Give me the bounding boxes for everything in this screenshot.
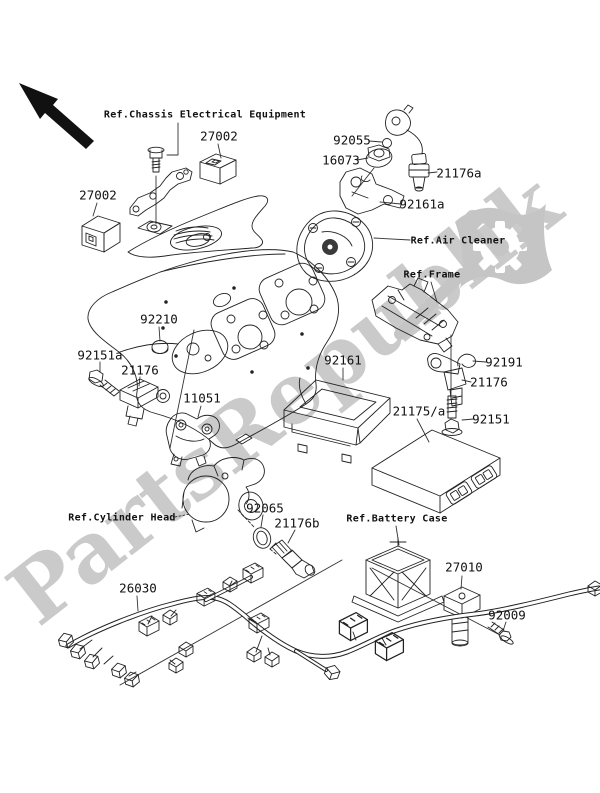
ref-label-cylinder-head: Ref.Cylinder Head <box>68 512 176 524</box>
bolt-92009 <box>487 621 514 645</box>
part-label-92151a: 92151a <box>77 347 123 363</box>
part-label-92151-right: 92151 <box>472 411 510 427</box>
gear-icon <box>473 221 527 273</box>
part-label-92210: 92210 <box>140 311 178 327</box>
junction-box-92161 <box>283 379 391 464</box>
part-label-11051: 11051 <box>183 390 221 406</box>
part-label-92065: 92065 <box>246 500 284 516</box>
sensor-21176b <box>269 539 316 579</box>
bracket-11051 <box>165 412 220 467</box>
part-label-92161a: 92161a <box>399 196 445 212</box>
battery-case <box>351 537 445 623</box>
bracket-92161a <box>339 167 405 215</box>
part-label-92009: 92009 <box>488 607 526 623</box>
ecu-21175a <box>371 429 501 514</box>
nut-16073 <box>365 144 393 168</box>
part-label-21176b: 21176b <box>274 515 320 531</box>
part-label-21176-left: 21176 <box>121 362 159 378</box>
fairing-piece <box>127 195 269 258</box>
sensor-21176-left <box>119 378 170 427</box>
air-cleaner-cap <box>296 210 374 282</box>
ref-label-air-cleaner: Ref.Air Cleaner <box>410 235 506 247</box>
relay-27002-left <box>81 215 121 253</box>
relay-27002-top <box>199 153 237 185</box>
part-label-21176a: 21176a <box>436 165 482 181</box>
wrench-icon <box>394 268 468 340</box>
part-label-21176-right: 21176 <box>470 374 508 390</box>
hook-92191 <box>457 353 476 368</box>
upper-cowling <box>87 249 339 449</box>
part-label-92161: 92161 <box>324 352 362 368</box>
part-label-92055: 92055 <box>333 132 371 148</box>
bracket-assembly <box>129 146 193 235</box>
ref-label-battery-case: Ref.Battery Case <box>346 513 448 525</box>
damper-92210 <box>151 340 169 354</box>
brand-logo <box>394 204 552 340</box>
harness-26030 <box>65 575 600 677</box>
bolt-92151a <box>88 369 120 397</box>
part-label-27002-left: 27002 <box>79 187 117 203</box>
oring-92065 <box>252 527 272 549</box>
ref-label-frame: Ref.Frame <box>403 269 461 281</box>
part-label-26030: 26030 <box>119 580 157 596</box>
part-label-27010: 27010 <box>445 559 483 575</box>
part-label-16073: 16073 <box>322 152 360 168</box>
ref-label-chassis-electrical-equipment: Ref.Chassis Electrical Equipment <box>103 109 307 121</box>
bolt-92151-right <box>441 395 463 436</box>
sensor-21176-right <box>427 353 467 407</box>
oring-92055 <box>382 138 392 148</box>
part-label-21175a: 21175/a <box>392 403 446 419</box>
immobilizer-key <box>385 104 423 155</box>
part-label-27002-top: 27002 <box>200 128 238 144</box>
frame-bracket <box>371 277 459 353</box>
cursor-arrow-icon <box>19 83 94 149</box>
antenna-21176a <box>408 153 430 192</box>
cylinder-head <box>181 457 277 555</box>
part-label-92191: 92191 <box>485 354 523 370</box>
